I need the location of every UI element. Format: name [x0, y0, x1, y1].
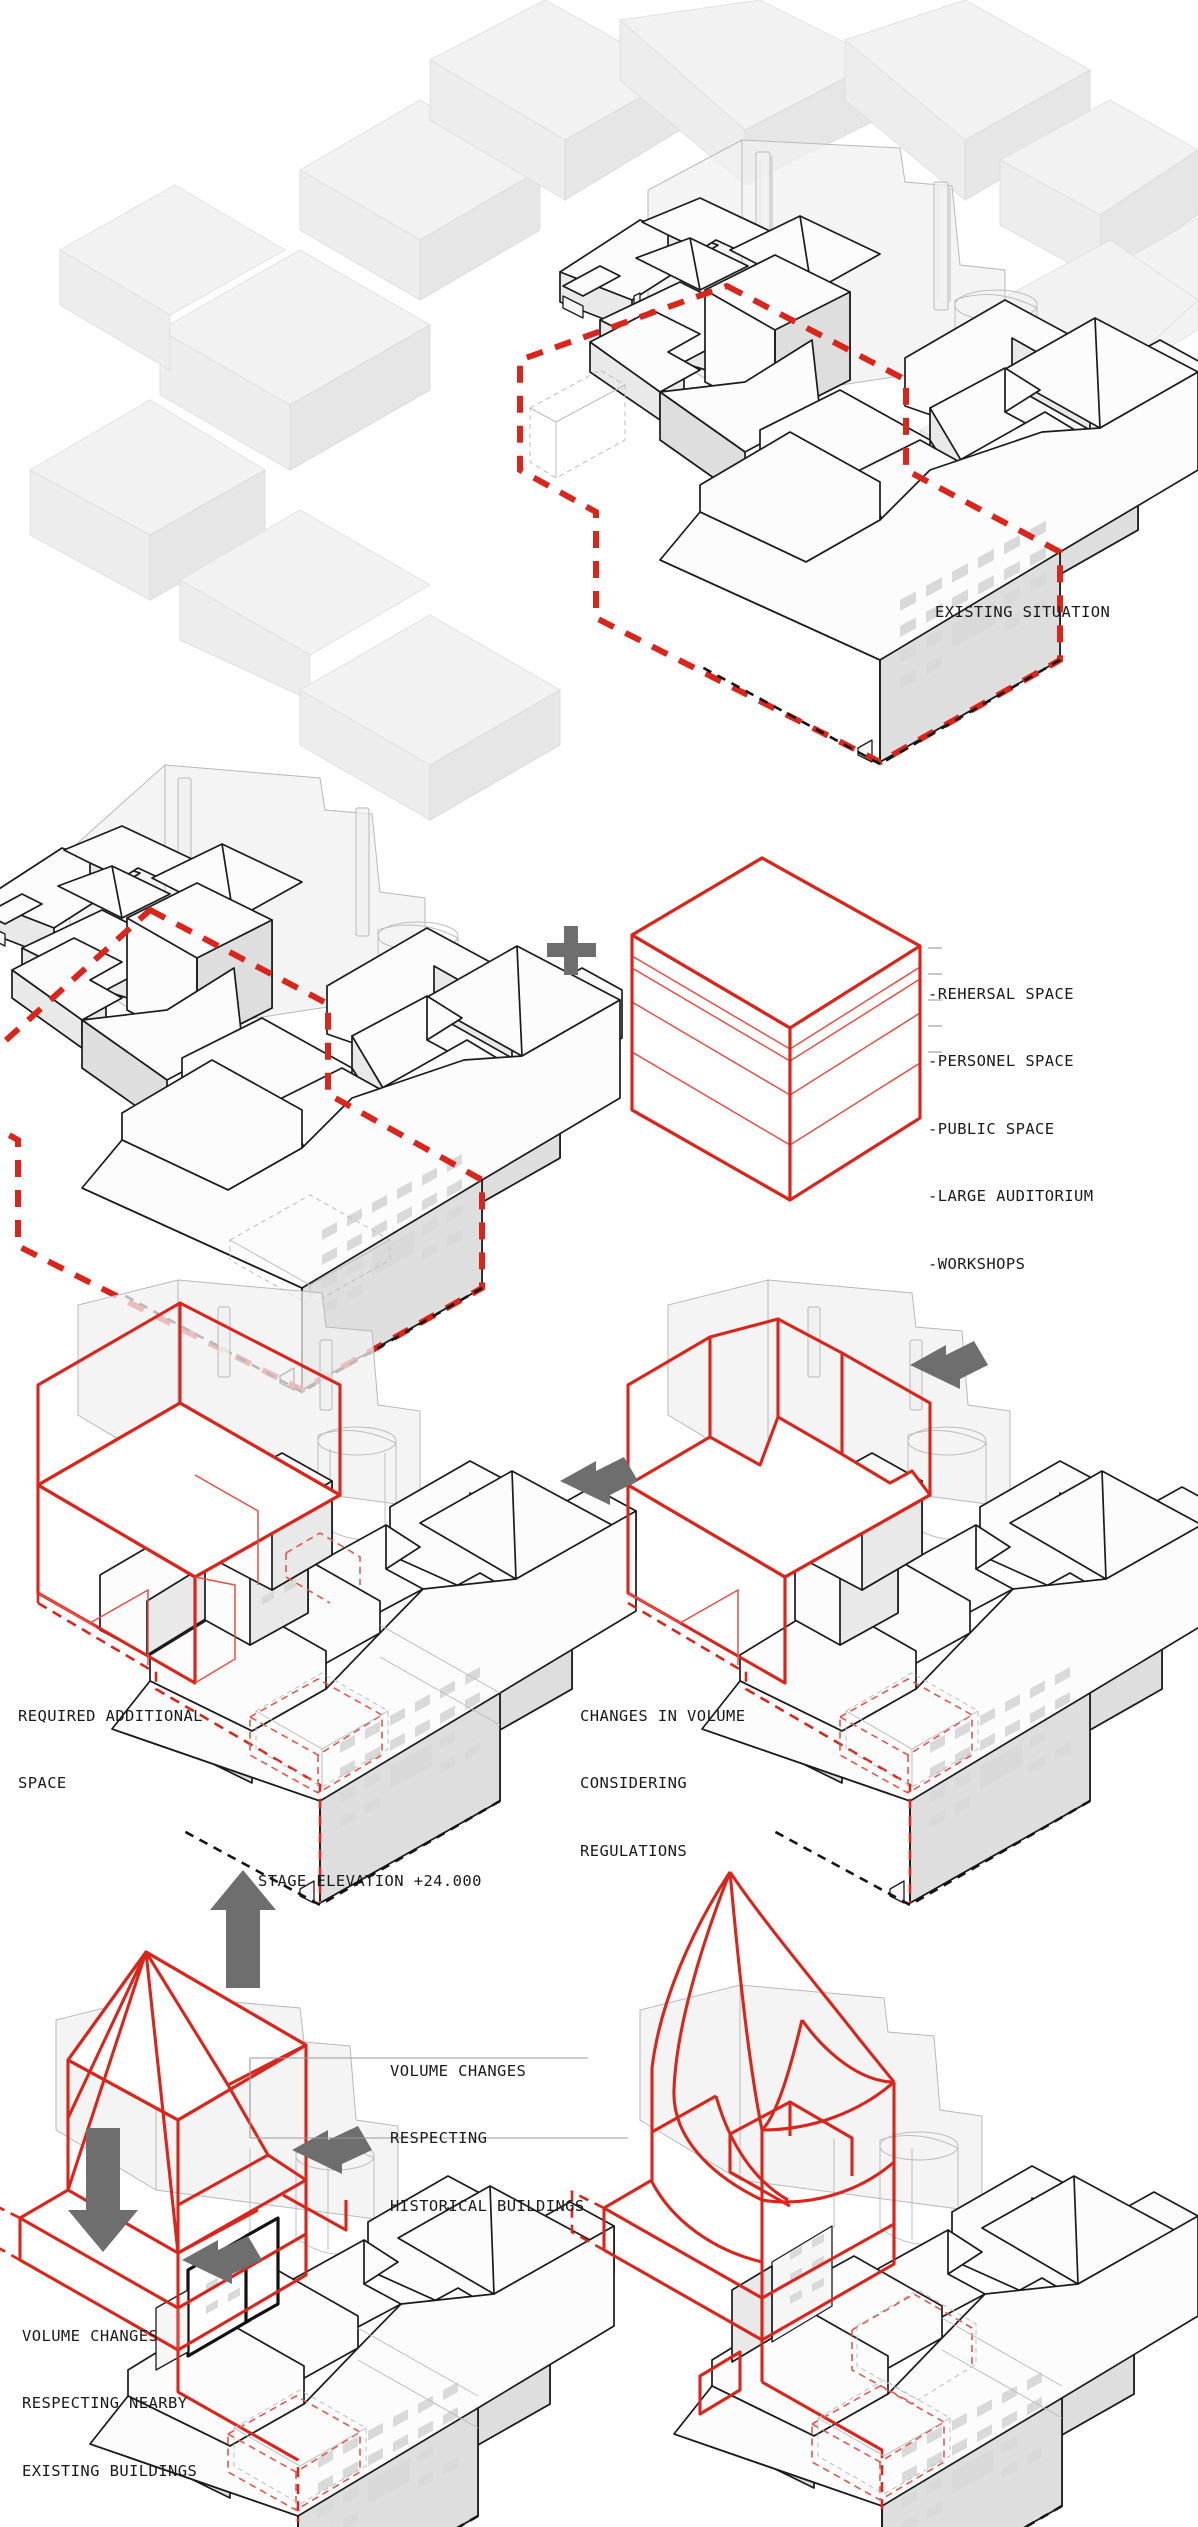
caption-nearby-line-1: RESPECTING NEARBY — [22, 2394, 188, 2413]
caption-nearby-line-2: EXISTING BUILDINGS — [22, 2461, 198, 2480]
existing-volumes-group — [0, 763, 623, 1394]
caption-regulations-line-1: CONSIDERING — [580, 1774, 688, 1793]
program-volume-box — [630, 856, 922, 1202]
program-item-3: -LARGE AUDITORIUM — [928, 1187, 1094, 1206]
program-item-4: -WORKSHOPS — [928, 1254, 1026, 1273]
plus-sign-icon — [547, 926, 596, 975]
curved-volume-group — [570, 1871, 1198, 2527]
panel-program-addition: -REHERSAL SPACE -PERSONEL SPACE -PUBLIC … — [0, 740, 1198, 1394]
panel-final-volumes: STAGE ELEVATION +24.000 VOLUME CHANGES R… — [0, 1860, 1198, 2527]
facade-window-grid — [900, 520, 1046, 689]
caption-nearby: VOLUME CHANGES RESPECTING NEARBY EXISTIN… — [22, 2280, 197, 2527]
caption-historical-line-1: RESPECTING — [390, 2129, 488, 2148]
required-space-group — [36, 1279, 637, 1907]
site-boundary-red-dashed — [517, 282, 1063, 766]
axonometric-required-regulations — [36, 1279, 1198, 1907]
site-boundary-red-dashed-2 — [0, 906, 485, 1394]
arrow-push-right-icon — [910, 1341, 988, 1389]
faceted-volume-group — [0, 1870, 628, 2527]
red-dashed-base-left — [37, 1601, 322, 1903]
program-list-leaders — [928, 947, 942, 1053]
caption-historical: VOLUME CHANGES RESPECTING HISTORICAL BUI… — [390, 2015, 585, 2262]
program-item-1: -PERSONEL SPACE — [928, 1052, 1074, 1071]
caption-regulations-line-2: REGULATIONS — [580, 1841, 688, 1860]
arrow-up-stage-icon — [210, 1870, 276, 1988]
arrow-push-left-icon — [560, 1457, 638, 1505]
arrow-down-left-icon — [68, 2128, 138, 2252]
program-item-0: -REHERSAL SPACE — [928, 984, 1074, 1003]
caption-regulations-line-0: CHANGES IN VOLUME — [580, 1706, 746, 1725]
caption-historical-line-0: VOLUME CHANGES — [390, 2061, 527, 2080]
caption-required-line-1: SPACE — [18, 1774, 67, 1793]
caption-regulations: CHANGES IN VOLUME CONSIDERING REGULATION… — [580, 1660, 745, 1907]
caption-required-line-0: REQUIRED ADDITIONAL — [18, 1706, 203, 1725]
caption-nearby-line-0: VOLUME CHANGES — [22, 2326, 159, 2345]
context-massing — [28, 0, 1198, 821]
panel-existing-situation: EXISTING SITUATION — [0, 0, 1198, 821]
program-list: -REHERSAL SPACE -PERSONEL SPACE -PUBLIC … — [928, 938, 1093, 1320]
axonometric-plus-program — [0, 763, 942, 1394]
program-item-2: -PUBLIC SPACE — [928, 1119, 1055, 1138]
caption-stage-elevation: STAGE ELEVATION +24.000 — [258, 1872, 482, 1890]
axonometric-final-forms — [0, 1870, 1198, 2527]
axonometric-existing-context — [28, 0, 1198, 821]
panel-required-and-regulations: REQUIRED ADDITIONAL SPACE CHANGES IN VOL… — [0, 1279, 1198, 1907]
arrow-right-lower-icon — [182, 2236, 262, 2284]
caption-historical-line-2: HISTORICAL BUILDINGS — [390, 2196, 585, 2215]
site-buildings-right — [659, 299, 1198, 763]
caption-existing-situation: EXISTING SITUATION — [935, 603, 1111, 621]
caption-required-space: REQUIRED ADDITIONAL SPACE — [18, 1660, 203, 1840]
volume-regulations-group — [560, 1279, 1198, 1907]
